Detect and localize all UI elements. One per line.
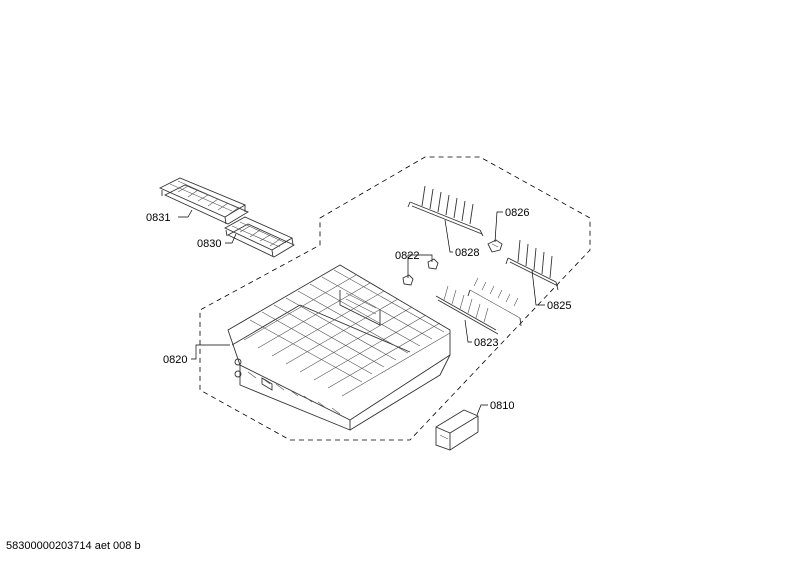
part-0810-drawing [435,409,479,451]
part-label-0810: 0810 [490,400,514,412]
assembly-group-outline [199,156,591,441]
part-0830-drawing [224,216,295,258]
leader-0820 [191,344,230,360]
part-label-0826: 0826 [505,207,529,219]
leader-0825 [531,269,545,306]
part-0820-drawing [227,264,451,431]
leader-0810 [476,404,488,416]
leader-0830 [225,233,237,244]
leader-0823 [464,319,472,343]
part-label-0828: 0828 [455,247,479,259]
leader-lines [178,209,545,416]
document-id: 58300000203714 aet 008 b [6,540,141,552]
part-label-0822: 0822 [395,250,419,262]
part-0823-drawing [435,277,522,335]
part-0831-drawing [158,177,249,225]
part-0828-drawing [407,185,484,237]
part-label-0831: 0831 [146,212,170,224]
part-0826-drawing [487,239,503,253]
part-label-0825: 0825 [547,300,571,312]
part-label-0830: 0830 [197,238,221,250]
part-0825-drawing [505,239,559,291]
leader-0828 [444,219,453,253]
leader-0831 [178,209,193,218]
leader-0826 [494,211,503,243]
part-label-0823: 0823 [474,337,498,349]
part-label-0820: 0820 [163,354,187,366]
leader-0822 [407,254,433,278]
